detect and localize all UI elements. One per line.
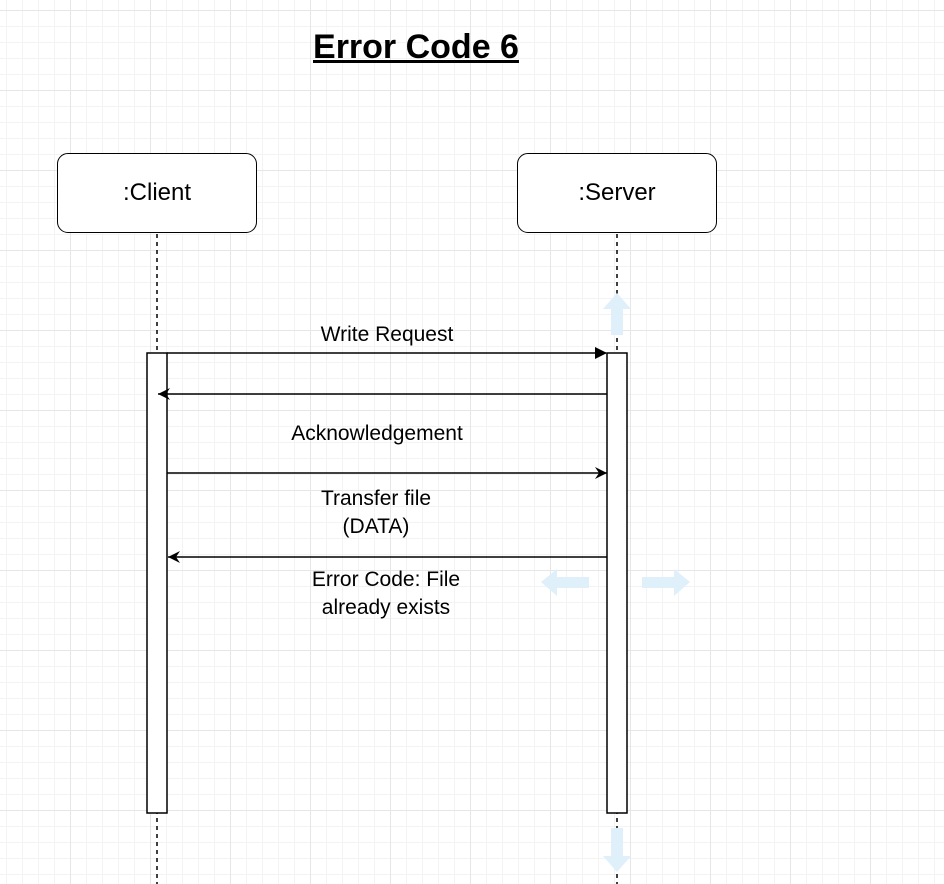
- message-label-write-request[interactable]: Write Request: [320, 323, 454, 346]
- participant-label: :Server: [578, 179, 656, 206]
- activation-bar-server[interactable]: [606, 352, 628, 814]
- connect-arrow-up-icon[interactable]: [603, 293, 631, 335]
- activation-bar-client[interactable]: [146, 352, 168, 814]
- participant-label: :Client: [122, 179, 192, 206]
- message-label-error-code[interactable]: Error Code: File already exists: [311, 568, 461, 619]
- message-label-acknowledgement[interactable]: Acknowledgement: [291, 422, 463, 445]
- connect-arrow-left-icon[interactable]: [541, 569, 589, 596]
- diagram-title: Error Code 6: [313, 28, 519, 66]
- connect-arrow-right-icon[interactable]: [642, 569, 690, 596]
- participant-client[interactable]: :Client: [57, 153, 257, 233]
- participant-server[interactable]: :Server: [517, 153, 717, 233]
- connect-arrow-down-icon[interactable]: [603, 828, 631, 872]
- message-label-transfer-file[interactable]: Transfer file (DATA): [320, 487, 432, 538]
